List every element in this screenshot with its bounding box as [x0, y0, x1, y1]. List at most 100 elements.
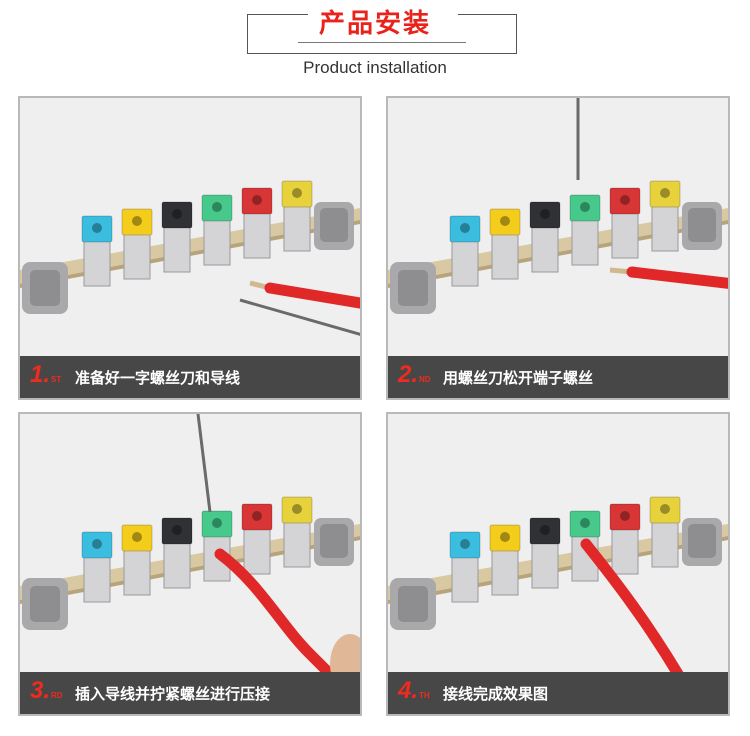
terminal-cover	[609, 187, 641, 215]
end-clamp-right-inner	[320, 208, 348, 242]
terminal-base	[83, 555, 111, 603]
terminal-cover	[529, 517, 561, 545]
step-panel-1: 1. ST 准备好一字螺丝刀和导线	[18, 96, 362, 400]
terminal-base	[451, 239, 479, 287]
step-ordinal-1: ST	[51, 375, 62, 384]
step-caption-2: 2. ND 用螺丝刀松开端子螺丝	[388, 356, 728, 398]
step-panel-2: 2. ND 用螺丝刀松开端子螺丝	[386, 96, 730, 400]
end-clamp-left-inner	[398, 586, 428, 622]
screw-hole	[92, 223, 102, 233]
terminal-cover	[121, 208, 153, 236]
step-caption-4: 4. TH 接线完成效果图	[388, 672, 728, 714]
step-caption-3: 3. RD 插入导线并拧紧螺丝进行压接	[20, 672, 360, 714]
terminal-base	[123, 548, 151, 596]
terminal-cover	[489, 208, 521, 236]
terminal-cover	[649, 496, 681, 524]
header: 产品安装 Product installation	[0, 0, 750, 90]
terminal-base	[83, 239, 111, 287]
terminal-base	[243, 527, 271, 575]
step-text-4: 接线完成效果图	[443, 685, 549, 703]
red-wire	[264, 282, 360, 309]
terminal-cover	[489, 524, 521, 552]
red-wire	[626, 266, 728, 289]
screw-hole	[540, 525, 550, 535]
terminal-cover	[449, 531, 481, 559]
step-caption-1: 1. ST 准备好一字螺丝刀和导线	[20, 356, 360, 398]
terminal-cover	[81, 215, 113, 243]
screw-hole	[500, 532, 510, 542]
terminal-base	[163, 225, 191, 273]
step-ordinal-3: RD	[51, 691, 63, 700]
step-number-4: 4.	[398, 677, 419, 704]
terminal-base	[611, 211, 639, 259]
terminal-base	[531, 225, 559, 273]
step-1-photo	[20, 98, 360, 398]
screw-hole	[172, 525, 182, 535]
terminal-cover	[161, 517, 193, 545]
page-title: 产品安装	[318, 9, 431, 39]
step-number-2: 2.	[398, 361, 419, 388]
step-3-photo	[20, 414, 360, 714]
terminal-base	[611, 527, 639, 575]
terminal-base	[283, 520, 311, 568]
terminal-base	[531, 541, 559, 589]
screw-hole	[252, 195, 262, 205]
screw-hole	[500, 216, 510, 226]
terminal-base	[491, 232, 519, 280]
terminal-cover	[121, 524, 153, 552]
step-panel-3: 3. RD 插入导线并拧紧螺丝进行压接	[18, 412, 362, 716]
step-number-1: 1.	[30, 361, 51, 388]
screw-hole	[172, 209, 182, 219]
step-4-photo	[388, 414, 728, 714]
screw-hole	[460, 223, 470, 233]
terminal-cover	[569, 510, 601, 538]
red-wire	[580, 538, 684, 680]
terminal-cover	[161, 201, 193, 229]
terminal-cover	[201, 194, 233, 222]
screwdriver-shaft	[196, 414, 212, 513]
terminal-base	[571, 218, 599, 266]
end-clamp-left-inner	[398, 270, 428, 306]
screw-hole	[620, 511, 630, 521]
terminal-base	[651, 520, 679, 568]
terminal-base	[651, 204, 679, 252]
terminal-cover	[569, 194, 601, 222]
terminal-base	[163, 541, 191, 589]
terminal-cover	[241, 503, 273, 531]
terminal-cover	[281, 180, 313, 208]
terminal-cover	[281, 496, 313, 524]
terminal-cover	[529, 201, 561, 229]
end-clamp-left-inner	[30, 270, 60, 306]
screwdriver-shaft	[239, 298, 360, 336]
screw-hole	[132, 532, 142, 542]
end-clamp-left-inner	[30, 586, 60, 622]
terminal-base	[243, 211, 271, 259]
terminal-cover	[241, 187, 273, 215]
step-ordinal-2: ND	[419, 375, 431, 384]
end-clamp-right-inner	[688, 208, 716, 242]
title-frame	[247, 13, 517, 54]
page-subtitle: Product installation	[303, 58, 447, 77]
screw-hole	[660, 504, 670, 514]
terminal-cover	[81, 531, 113, 559]
screw-hole	[580, 518, 590, 528]
terminal-base	[283, 204, 311, 252]
screw-hole	[460, 539, 470, 549]
screw-hole	[212, 202, 222, 212]
screw-hole	[580, 202, 590, 212]
terminal-base	[491, 548, 519, 596]
screw-hole	[620, 195, 630, 205]
terminal-base	[123, 232, 151, 280]
end-clamp-right-inner	[320, 524, 348, 558]
end-clamp-right-inner	[688, 524, 716, 558]
step-text-1: 准备好一字螺丝刀和导线	[75, 369, 241, 387]
terminal-base	[451, 555, 479, 603]
step-panel-4: 4. TH 接线完成效果图	[386, 412, 730, 716]
step-text-3: 插入导线并拧紧螺丝进行压接	[75, 685, 271, 703]
screw-hole	[292, 188, 302, 198]
step-ordinal-4: TH	[419, 691, 430, 700]
step-text-2: 用螺丝刀松开端子螺丝	[443, 369, 594, 387]
step-number-3: 3.	[30, 677, 51, 704]
terminal-base	[203, 218, 231, 266]
terminal-cover	[449, 215, 481, 243]
